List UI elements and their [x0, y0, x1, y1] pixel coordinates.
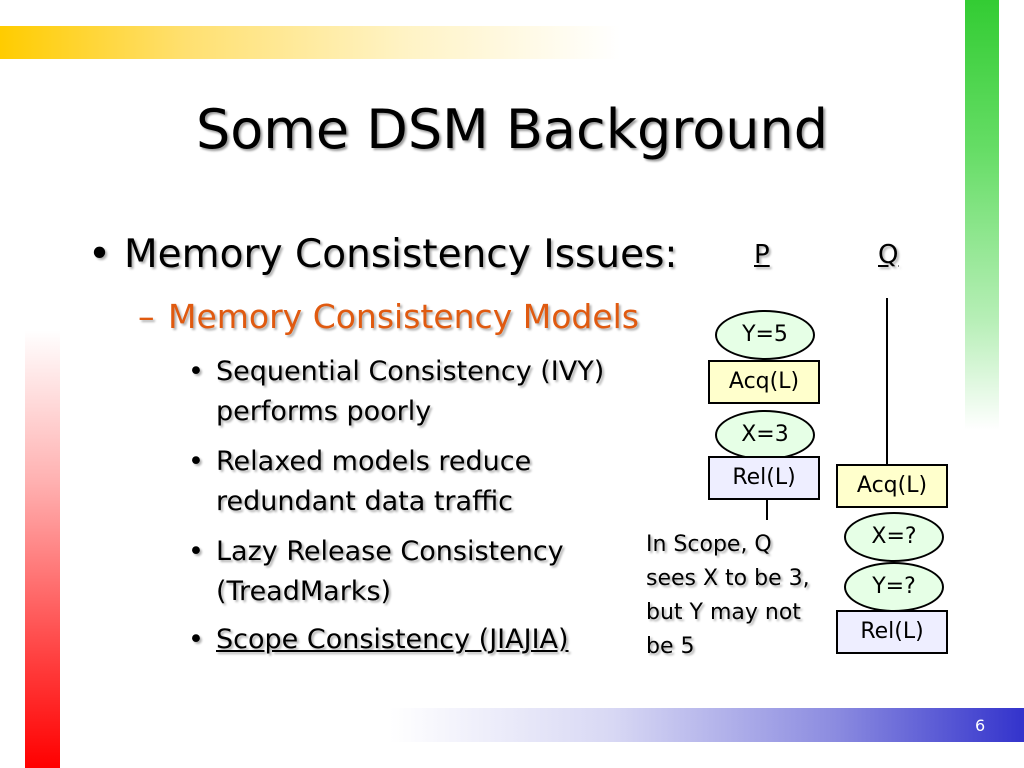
bullet-dash: –	[138, 297, 155, 336]
bullet-level-3-text: Lazy Release Consistency (TreadMarks)	[216, 536, 564, 607]
bullet-level-2-text: Memory Consistency Models	[168, 297, 639, 336]
left-gradient-bar	[25, 330, 60, 768]
process-p-label: P	[754, 240, 770, 270]
timeline-p	[766, 500, 768, 520]
bullet-level-3-text: Sequential Consistency (IVY) performs po…	[216, 356, 605, 427]
bullet-level-3-text: Relaxed models reduce redundant data tra…	[216, 446, 532, 517]
p-acquire-box: Acq(L)	[708, 360, 820, 404]
p-write-x-oval: X=3	[715, 410, 815, 460]
bullet-dot: •	[188, 356, 204, 387]
q-release-box: Rel(L)	[836, 610, 948, 654]
q-read-x-oval: X=?	[844, 512, 944, 562]
bullet-dot: •	[188, 446, 204, 477]
bullet-dot: •	[188, 624, 204, 655]
bullet-level-3-link-text[interactable]: Scope Consistency (JIAJIA)	[216, 624, 569, 655]
bullet-level-3: • Scope Consistency (JIAJIA)	[188, 620, 658, 660]
q-acquire-box: Acq(L)	[836, 464, 948, 508]
q-read-y-oval: Y=?	[844, 562, 944, 612]
bottom-gradient-bar	[390, 708, 1024, 742]
slide-title: Some DSM Background	[195, 98, 829, 161]
p-release-box: Rel(L)	[708, 456, 820, 500]
bullet-dot: •	[188, 536, 204, 567]
scope-note: In Scope, Q sees X to be 3, but Y may no…	[646, 532, 810, 659]
bullet-level-3: • Relaxed models reduce redundant data t…	[188, 442, 658, 522]
bullet-level-2: –Memory Consistency Models	[138, 297, 639, 336]
bullet-level-1-text: Memory Consistency Issues:	[124, 232, 678, 277]
bullet-level-1: • Memory Consistency Issues:	[88, 232, 678, 277]
p-write-y-oval: Y=5	[715, 310, 815, 360]
page-number: 6	[975, 716, 986, 735]
process-q-label: Q	[878, 240, 899, 270]
bullet-level-3: • Lazy Release Consistency (TreadMarks)	[188, 532, 658, 612]
right-gradient-bar	[965, 0, 999, 430]
bullet-level-3: • Sequential Consistency (IVY) performs …	[188, 352, 658, 432]
top-gradient-bar	[0, 26, 620, 59]
timeline-q	[886, 298, 888, 464]
bullet-dot: •	[88, 232, 112, 277]
